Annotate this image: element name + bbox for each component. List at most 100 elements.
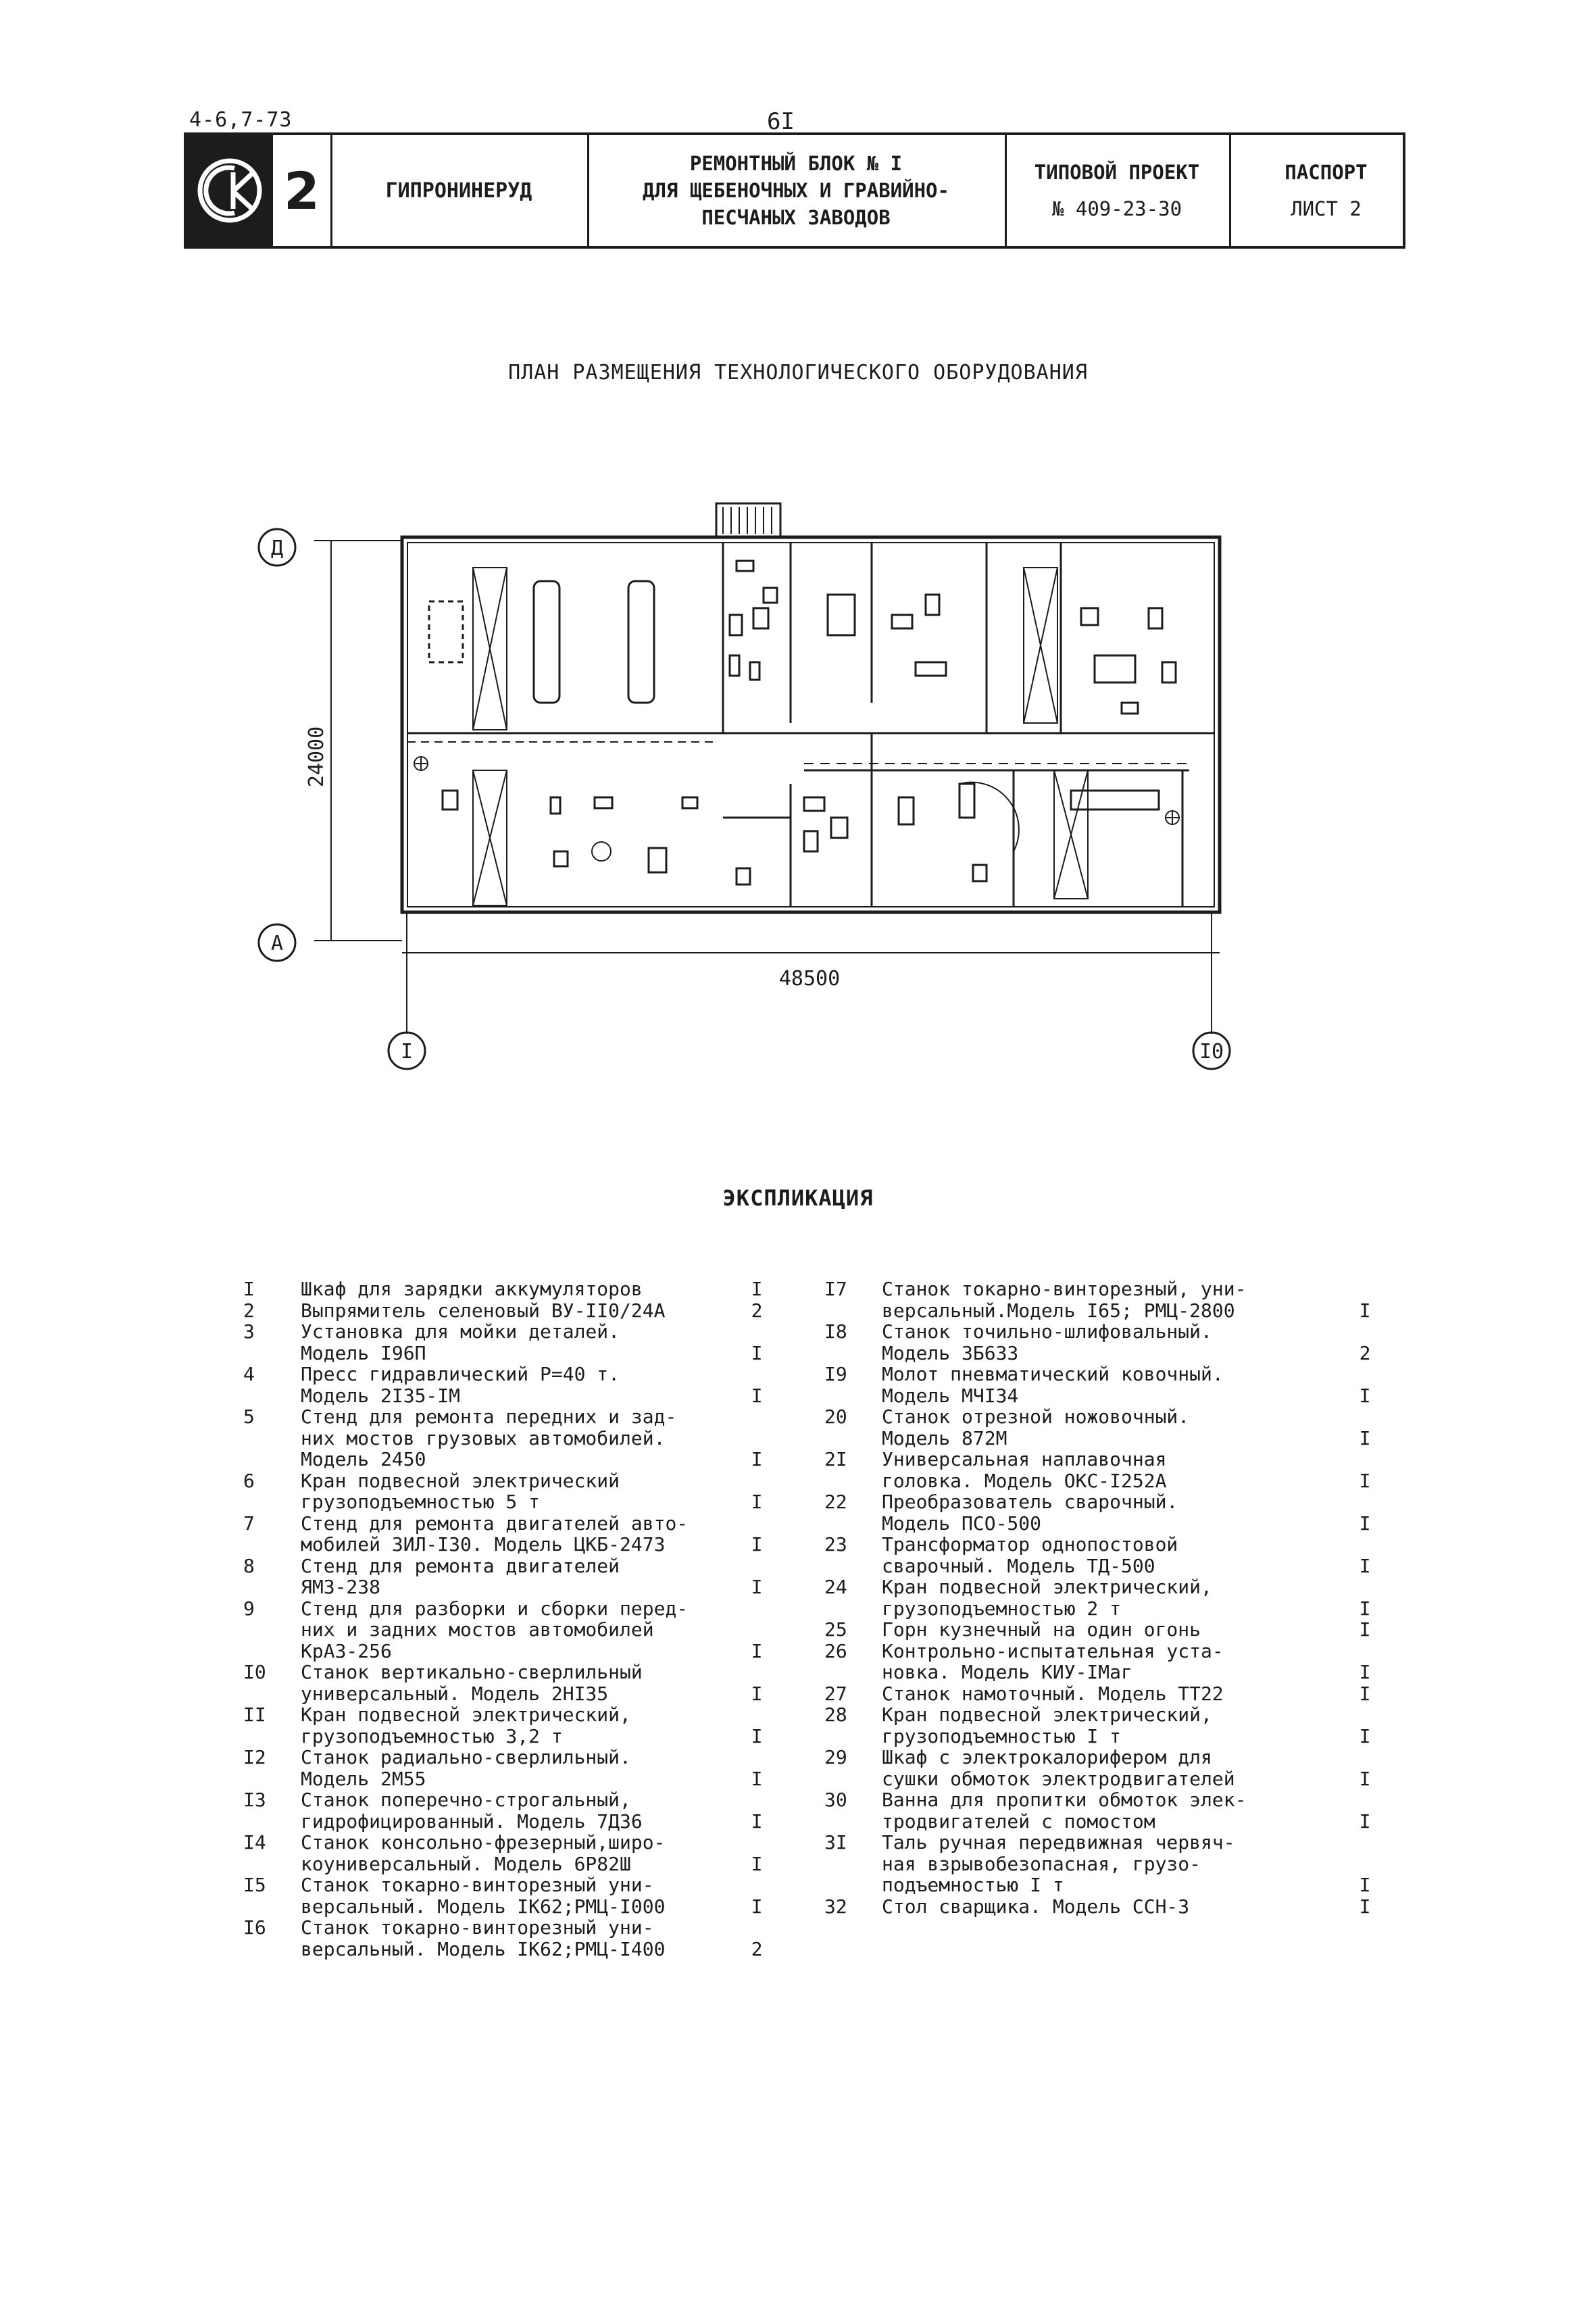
item-quantity: I xyxy=(751,1278,763,1300)
item-text: Шкаф с электрокалорифером для сушки обмо… xyxy=(882,1746,1235,1790)
item-number: 5 xyxy=(243,1405,255,1428)
item-number: II xyxy=(243,1703,266,1726)
item-text: Станок консольно-фрезерный,широ- коуниве… xyxy=(301,1831,666,1875)
item-quantity: I xyxy=(1359,1767,1371,1790)
item-number: 23 xyxy=(824,1533,847,1555)
project-cell: ТИПОВОЙ ПРОЕКТ № 409-23-30 xyxy=(1005,135,1231,246)
item-number: 26 xyxy=(824,1639,847,1662)
page-number: 6I xyxy=(767,108,795,135)
title-line: ПЕСЧАНЫХ ЗАВОДОВ xyxy=(701,206,891,229)
item-number: 27 xyxy=(824,1682,847,1705)
axis-circle-1 xyxy=(387,1031,426,1070)
staircase xyxy=(715,502,782,539)
item-quantity: I xyxy=(1359,1554,1371,1577)
item-text: Станок токарно-винторезный уни- версальн… xyxy=(301,1874,666,1918)
sk-logo-icon xyxy=(197,158,262,223)
doc-label: ПАСПОРТ xyxy=(1285,161,1368,184)
explication-item: I6 Станок токарно-винторезный уни- версал… xyxy=(243,1917,770,1960)
item-quantity: I xyxy=(1359,1724,1371,1747)
item-number: 24 xyxy=(824,1576,847,1598)
item-text: Универсальная наплавочная головка. Модел… xyxy=(882,1448,1167,1492)
item-quantity: I xyxy=(751,1724,763,1747)
item-text: Кран подвесной электрический, грузоподъе… xyxy=(882,1576,1212,1620)
item-number: 20 xyxy=(824,1405,847,1428)
item-number: 2 xyxy=(243,1299,255,1322)
item-quantity: I xyxy=(1359,1426,1371,1449)
title-block: 2 ГИПРОНИНЕРУД РЕМОНТНЫЙ БЛОК № I ДЛЯ ЩЕ… xyxy=(184,132,1405,249)
crane-runways xyxy=(472,567,1089,906)
item-text: Горн кузнечный на один огонь xyxy=(882,1618,1201,1641)
item-number: I6 xyxy=(243,1916,266,1939)
item-text: Станок отрезной ножовочный. Модель 872М xyxy=(882,1405,1190,1449)
outer-wall xyxy=(400,535,1222,914)
item-number: 28 xyxy=(824,1703,847,1726)
axis-label-a: А xyxy=(271,932,283,955)
item-quantity: I xyxy=(751,1767,763,1790)
item-text: Станок точильно-шлифовальный. Модель 3Б6… xyxy=(882,1320,1212,1364)
explication-item: I5 Станок токарно-винторезный уни- версал… xyxy=(243,1874,770,1917)
explication-item: 24 Кран подвесной электрический, грузопод… xyxy=(824,1576,1378,1619)
item-text: Станок вертикально-сверлильный универсал… xyxy=(301,1661,643,1705)
item-quantity: I xyxy=(751,1639,763,1662)
item-number: 3 xyxy=(243,1320,255,1343)
item-quantity: 2 xyxy=(751,1299,763,1322)
title-line: РЕМОНТНЫЙ БЛОК № I xyxy=(689,152,903,175)
item-number: 2I xyxy=(824,1448,847,1470)
markers xyxy=(414,756,1180,862)
axis-label-1: I xyxy=(401,1040,413,1064)
item-text: Станок токарно-винторезный, уни- версаль… xyxy=(882,1278,1247,1322)
stamp-number: 2 xyxy=(273,135,332,246)
item-quantity: I xyxy=(751,1448,763,1470)
item-quantity: I xyxy=(1359,1384,1371,1407)
item-number: 22 xyxy=(824,1491,847,1513)
item-text: Выпрямитель селеновый ВУ-II0/24А xyxy=(301,1299,666,1322)
item-text: Установка для мойки деталей. Модель I96П xyxy=(301,1320,620,1364)
item-text: Кран подвесной электрический, грузоподъе… xyxy=(301,1703,631,1747)
explication-item: II Кран подвесной электрический, грузопод… xyxy=(243,1704,770,1747)
item-quantity: I xyxy=(1359,1597,1371,1620)
sheet-label: ЛИСТ 2 xyxy=(1291,197,1362,220)
item-quantity: I xyxy=(1359,1661,1371,1683)
item-number: 3I xyxy=(824,1831,847,1853)
stair-steps xyxy=(722,507,772,534)
axis-label-d: Д xyxy=(271,537,283,560)
item-text: Таль ручная передвижная червяч- ная взры… xyxy=(882,1831,1235,1896)
item-number: 8 xyxy=(243,1554,255,1577)
item-number: I2 xyxy=(243,1746,266,1768)
passport-cell: ПАСПОРТ ЛИСТ 2 xyxy=(1229,135,1403,246)
organization-name: ГИПРОНИНЕРУД xyxy=(330,135,589,246)
item-text: Станок токарно-винторезный уни- версальн… xyxy=(301,1916,666,1960)
item-quantity: I xyxy=(1359,1299,1371,1322)
item-text: Кран подвесной электрический грузоподъем… xyxy=(301,1469,620,1513)
item-number: I5 xyxy=(243,1874,266,1896)
item-number: 32 xyxy=(824,1895,847,1918)
document-title: РЕМОНТНЫЙ БЛОК № I ДЛЯ ЩЕБЕНОЧНЫХ И ГРАВ… xyxy=(587,135,1007,246)
item-quantity: 2 xyxy=(1359,1341,1371,1364)
item-text: Шкаф для зарядки аккумуляторов xyxy=(301,1278,643,1300)
explication-item: 5 Стенд для ремонта передних и зад- них м… xyxy=(243,1406,770,1470)
inner-wall xyxy=(407,542,1215,907)
item-text: Стенд для ремонта передних и зад- них мо… xyxy=(301,1405,677,1470)
item-text: Стол сварщика. Модель ССН-3 xyxy=(882,1895,1190,1918)
explication-item: 2 Выпрямитель селеновый ВУ-II0/24А 2 xyxy=(243,1299,770,1322)
project-number: № 409-23-30 xyxy=(1051,197,1182,220)
item-quantity: I xyxy=(1359,1874,1371,1896)
dimension-height: 24000 xyxy=(305,726,328,787)
item-quantity: I xyxy=(1359,1618,1371,1641)
item-quantity: I xyxy=(751,1810,763,1833)
